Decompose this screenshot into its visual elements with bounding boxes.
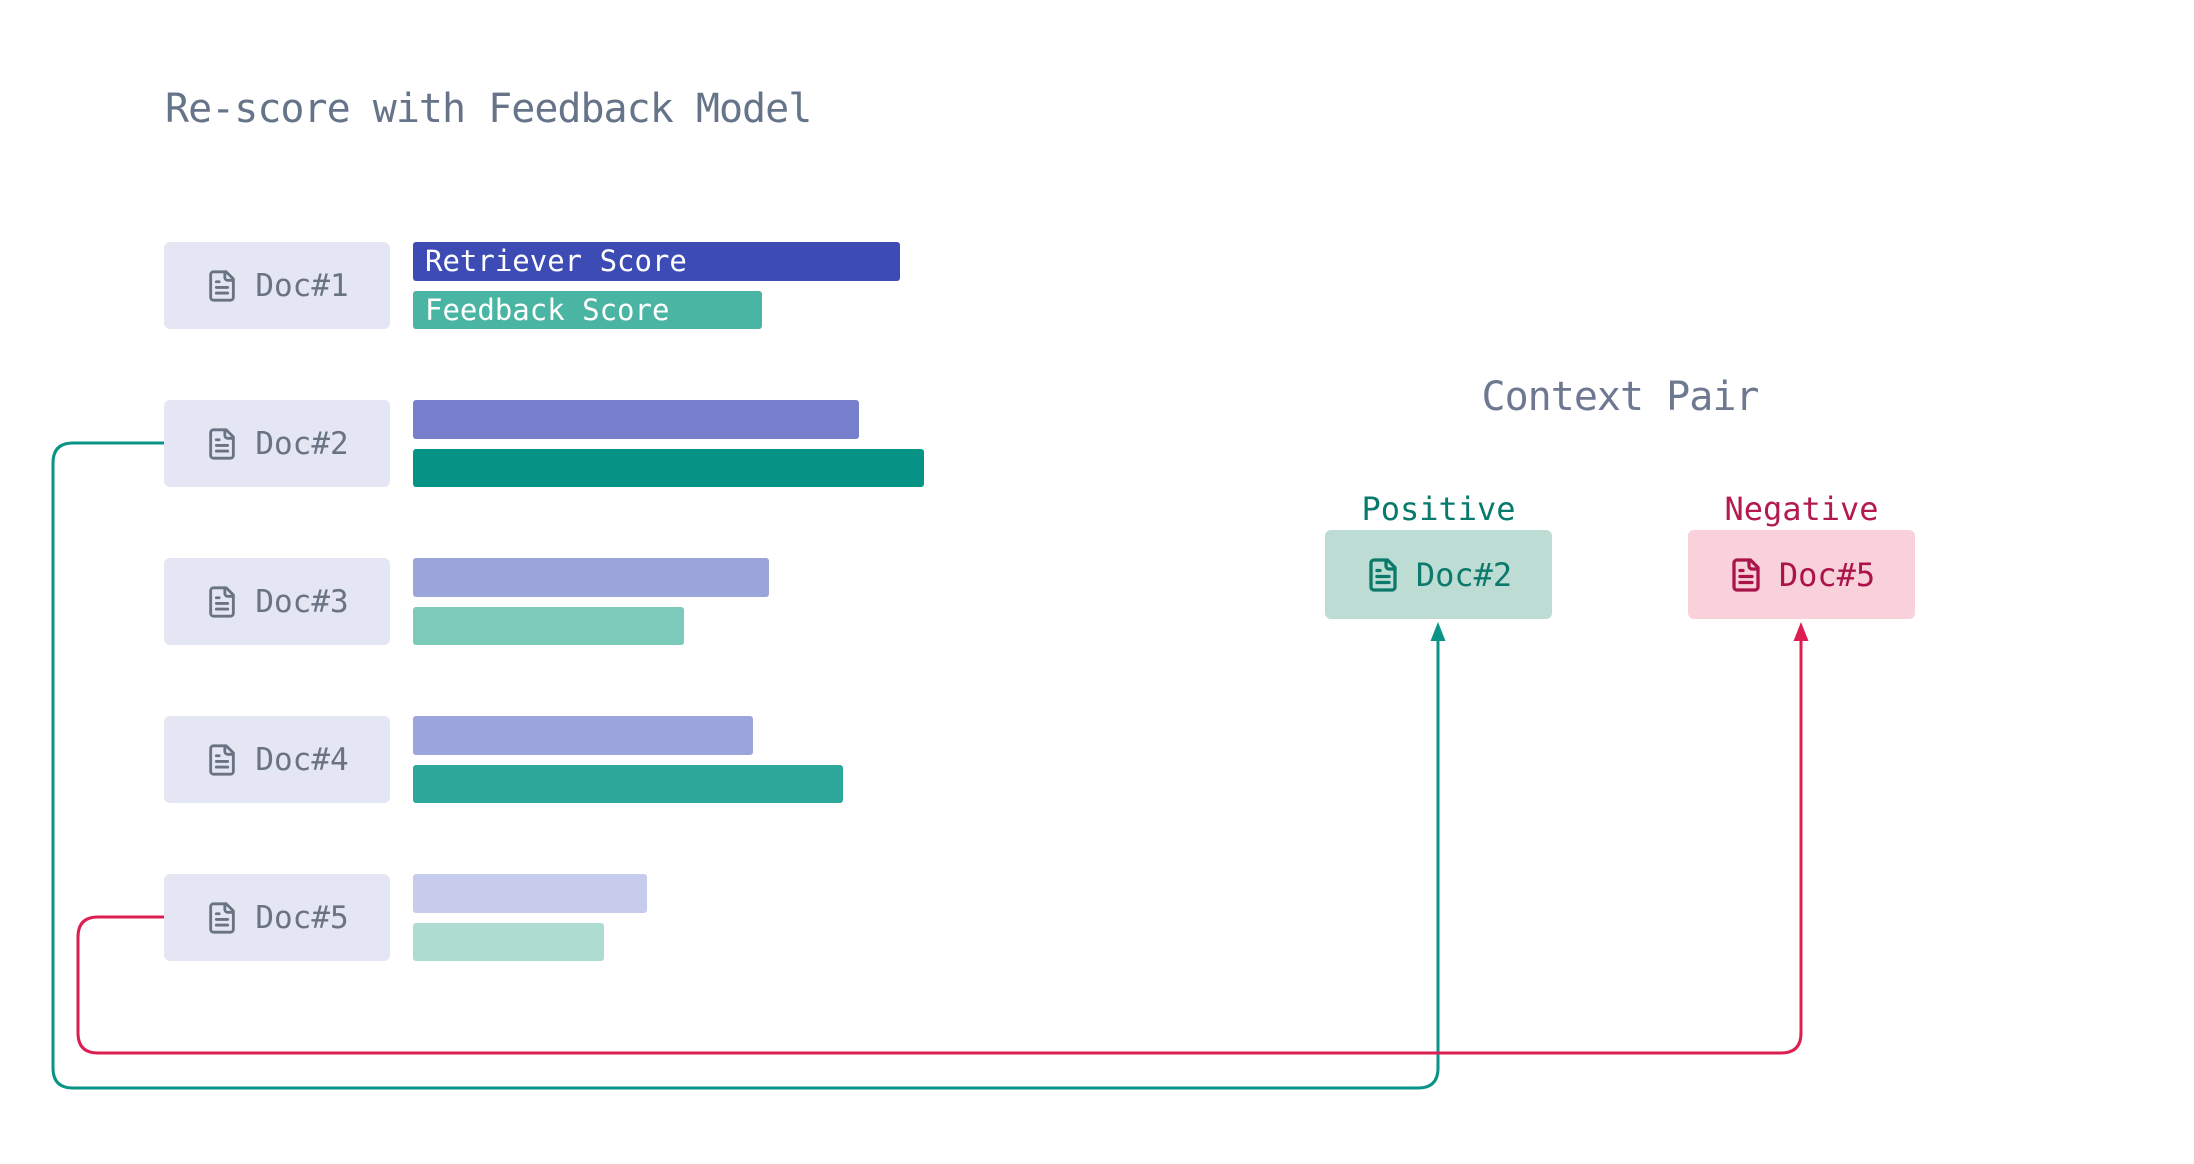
doc-box: Doc#2	[164, 400, 390, 487]
retriever-score-bar	[413, 558, 769, 597]
document-icon	[209, 585, 236, 618]
negative-label: Negative	[1724, 490, 1879, 528]
negative-doc-label: Doc#5	[1778, 555, 1876, 594]
feedback-score-bar	[413, 449, 924, 487]
feedback-score-bar	[413, 765, 843, 803]
doc-box: Doc#4	[164, 716, 390, 803]
doc-label: Doc#5	[255, 899, 349, 936]
doc-label: Doc#3	[255, 583, 349, 620]
retriever-score-bar: Retriever Score	[413, 242, 900, 281]
document-icon	[1732, 557, 1760, 592]
doc-row: Doc#5	[0, 874, 2194, 961]
doc-row: Doc#4	[0, 716, 2194, 803]
retriever-score-bar	[413, 716, 753, 755]
retriever-score-bar	[413, 400, 859, 439]
negative-connector-line	[76, 640, 1803, 1055]
positive-doc-label: Doc#2	[1415, 555, 1513, 594]
diagram-title: Re-score with Feedback Model	[165, 86, 812, 132]
doc-box: Doc#3	[164, 558, 390, 645]
positive-doc-box: Doc#2	[1325, 530, 1552, 619]
doc-label: Doc#2	[255, 425, 349, 462]
document-icon	[209, 427, 236, 460]
doc-row: Doc#1 Retriever Score Feedback Score	[0, 242, 2194, 329]
document-icon	[209, 743, 236, 776]
context-pair-title: Context Pair	[1481, 374, 1760, 420]
feedback-score-bar-label: Feedback Score	[425, 293, 670, 327]
document-icon	[209, 901, 236, 934]
feedback-score-bar	[413, 607, 684, 645]
document-icon	[209, 269, 236, 302]
doc-box: Doc#1	[164, 242, 390, 329]
retriever-score-bar-label: Retriever Score	[425, 244, 687, 278]
positive-label: Positive	[1361, 490, 1516, 528]
negative-doc-box: Doc#5	[1688, 530, 1915, 619]
document-icon	[1369, 557, 1397, 592]
doc-box: Doc#5	[164, 874, 390, 961]
feedback-score-bar: Feedback Score	[413, 291, 762, 329]
feedback-score-bar	[413, 923, 604, 961]
doc-label: Doc#4	[255, 741, 349, 778]
retriever-score-bar	[413, 874, 647, 913]
doc-label: Doc#1	[255, 267, 349, 304]
